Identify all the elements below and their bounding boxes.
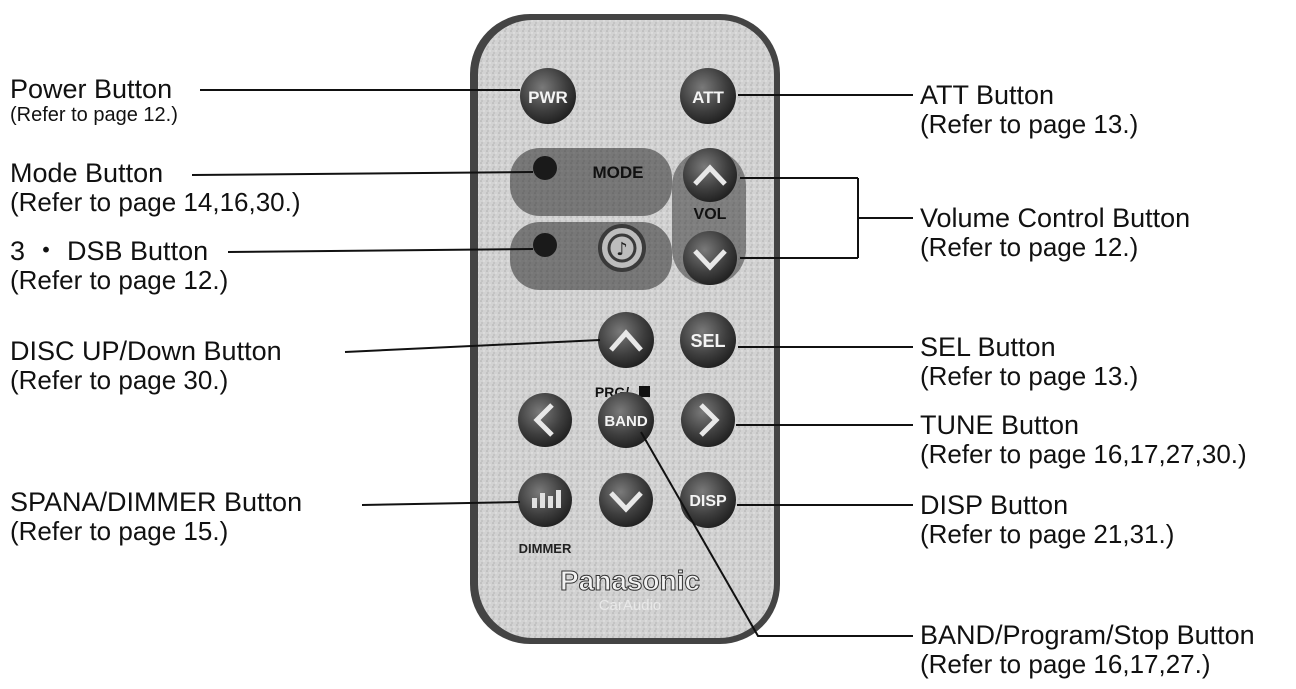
callout-att-name: ATT Button xyxy=(920,80,1138,110)
callout-volume-name: Volume Control Button xyxy=(920,203,1190,233)
callout-band: BAND/Program/Stop Button (Refer to page … xyxy=(920,620,1255,679)
svg-text:♪: ♪ xyxy=(616,239,628,260)
callout-mode: Mode Button (Refer to page 14,16,30.) xyxy=(10,158,301,217)
dsb-button[interactable] xyxy=(533,233,557,257)
callout-volume: Volume Control Button (Refer to page 12.… xyxy=(920,203,1190,262)
callout-dsb: 3 ・ DSB Button (Refer to page 12.) xyxy=(10,236,228,295)
spana-dimmer-button[interactable] xyxy=(518,473,572,527)
callout-dsb-ref: (Refer to page 12.) xyxy=(10,266,228,295)
volume-up-button[interactable] xyxy=(683,148,737,202)
callout-disp-name: DISP Button xyxy=(920,490,1174,520)
stop-icon xyxy=(639,386,650,397)
callout-att: ATT Button (Refer to page 13.) xyxy=(920,80,1138,139)
volume-down-button[interactable] xyxy=(683,231,737,285)
callout-power: Power Button (Refer to page 12.) xyxy=(10,74,178,127)
mode-label: MODE xyxy=(593,163,644,182)
callout-spana: SPANA/DIMMER Button (Refer to page 15.) xyxy=(10,487,302,546)
vol-label: VOL xyxy=(694,206,727,223)
callout-disp: DISP Button (Refer to page 21,31.) xyxy=(920,490,1174,549)
sel-button-label: SEL xyxy=(690,331,725,351)
brand-sub: CarAudio xyxy=(599,597,662,614)
callout-disc-name: DISC UP/Down Button xyxy=(10,336,282,366)
callout-volume-ref: (Refer to page 12.) xyxy=(920,233,1190,262)
callout-dsb-name: 3 ・ DSB Button xyxy=(10,236,228,266)
tune-left-button[interactable] xyxy=(518,393,572,447)
callout-tune: TUNE Button (Refer to page 16,17,27,30.) xyxy=(920,410,1247,469)
callout-mode-ref: (Refer to page 14,16,30.) xyxy=(10,188,301,217)
callout-power-name: Power Button xyxy=(10,74,178,104)
callout-spana-ref: (Refer to page 15.) xyxy=(10,517,302,546)
mode-button[interactable] xyxy=(533,156,557,180)
sel-button[interactable]: SEL xyxy=(680,312,736,368)
att-button-label: ATT xyxy=(692,88,724,107)
callout-sel: SEL Button (Refer to page 13.) xyxy=(920,332,1138,391)
callout-band-name: BAND/Program/Stop Button xyxy=(920,620,1255,650)
callout-sel-ref: (Refer to page 13.) xyxy=(920,362,1138,391)
callout-mode-name: Mode Button xyxy=(10,158,301,188)
disp-button[interactable]: DISP xyxy=(680,472,736,528)
tune-right-button[interactable] xyxy=(681,393,735,447)
callout-tune-name: TUNE Button xyxy=(920,410,1247,440)
power-button[interactable]: PWR xyxy=(520,68,576,124)
callout-spana-name: SPANA/DIMMER Button xyxy=(10,487,302,517)
disp-button-label: DISP xyxy=(689,493,727,510)
callout-power-ref: (Refer to page 12.) xyxy=(10,104,178,126)
dimmer-label: DIMMER xyxy=(519,541,572,556)
disc-down-button[interactable] xyxy=(599,473,653,527)
disc-up-button[interactable] xyxy=(598,312,654,368)
mode-panel xyxy=(510,148,672,216)
att-button[interactable]: ATT xyxy=(680,68,736,124)
music-note-icon: ♪ xyxy=(600,226,644,270)
callout-tune-ref: (Refer to page 16,17,27,30.) xyxy=(920,440,1247,469)
callout-att-ref: (Refer to page 13.) xyxy=(920,110,1138,139)
power-button-label: PWR xyxy=(528,88,568,107)
brand-logo: Panasonic xyxy=(560,565,700,596)
callout-disc-ref: (Refer to page 30.) xyxy=(10,366,282,395)
dsb-panel xyxy=(510,222,672,290)
callout-disp-ref: (Refer to page 21,31.) xyxy=(920,520,1174,549)
callout-sel-name: SEL Button xyxy=(920,332,1138,362)
band-button-label: BAND xyxy=(604,413,647,430)
callout-disc: DISC UP/Down Button (Refer to page 30.) xyxy=(10,336,282,395)
callout-band-ref: (Refer to page 16,17,27.) xyxy=(920,650,1255,679)
